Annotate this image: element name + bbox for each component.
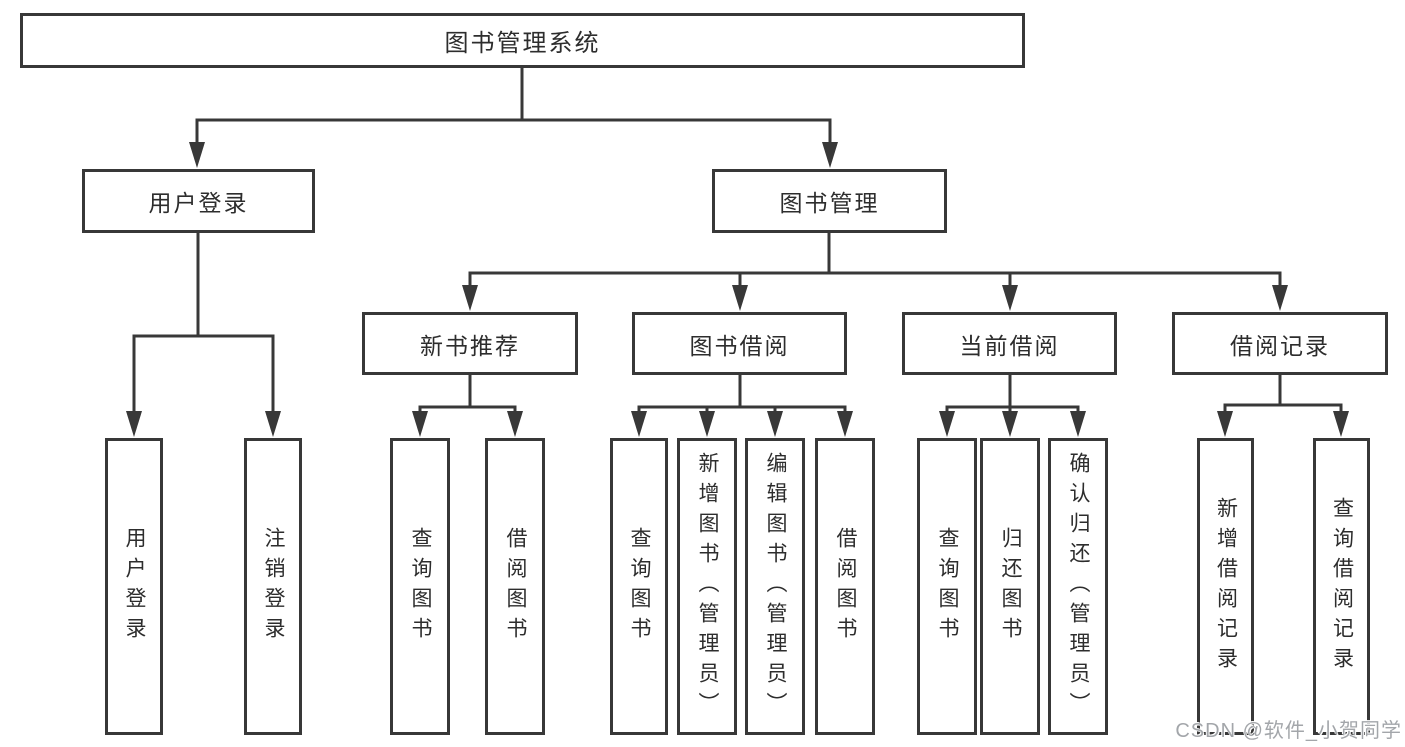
watermark-text: CSDN @软件_小贺同学 bbox=[1175, 720, 1402, 742]
edge-records-branch bbox=[1223, 403, 1343, 414]
node-label: 编辑图书（管理员） bbox=[764, 451, 788, 722]
node-user-login: 用户登录 bbox=[82, 169, 315, 233]
arrow-icon bbox=[631, 411, 647, 437]
node-label: 查询图书 bbox=[628, 526, 652, 647]
arrow-icon bbox=[1002, 285, 1018, 311]
arrow-icon bbox=[462, 285, 478, 311]
node-label: 新增借阅记录 bbox=[1214, 496, 1238, 677]
node-label: 用户登录 bbox=[148, 190, 249, 216]
arrow-icon bbox=[189, 142, 205, 168]
arrow-icon bbox=[507, 411, 523, 437]
leaf-bookborrow-add-books-admin: 新增图书（管理员） bbox=[677, 438, 737, 735]
node-borrow-records: 借阅记录 bbox=[1172, 312, 1388, 375]
arrow-icon bbox=[1002, 411, 1018, 437]
leaf-bookborrow-query-books: 查询图书 bbox=[610, 438, 668, 735]
arrow-icon bbox=[126, 411, 142, 437]
leaf-currentborrow-confirm-return-admin: 确认归还（管理员） bbox=[1048, 438, 1108, 735]
edge-bookmgmt-branch bbox=[468, 271, 1282, 288]
node-book-borrow: 图书借阅 bbox=[632, 312, 847, 375]
arrow-icon bbox=[1272, 285, 1288, 311]
leaf-logout: 注销登录 bbox=[244, 438, 302, 735]
node-root: 图书管理系统 bbox=[20, 13, 1025, 68]
leaf-newbooks-borrow-books: 借阅图书 bbox=[485, 438, 545, 735]
arrow-icon bbox=[265, 411, 281, 437]
arrow-icon bbox=[837, 411, 853, 437]
arrow-icon bbox=[767, 411, 783, 437]
arrow-icon bbox=[1070, 411, 1086, 437]
node-label: 查询图书 bbox=[409, 526, 433, 647]
node-label: 注销登录 bbox=[262, 526, 286, 647]
leaf-user-login: 用户登录 bbox=[105, 438, 163, 735]
edge-currentborrow-branch bbox=[945, 405, 1080, 414]
node-label: 当前借阅 bbox=[959, 332, 1060, 359]
arrow-icon bbox=[732, 285, 748, 311]
node-label: 图书管理 bbox=[779, 190, 880, 216]
leaf-bookborrow-borrow-books: 借阅图书 bbox=[815, 438, 875, 735]
node-label: 确认归还（管理员） bbox=[1067, 451, 1091, 722]
node-label: 查询图书 bbox=[936, 526, 960, 647]
node-label: 借阅图书 bbox=[834, 526, 858, 647]
arrow-icon bbox=[1217, 411, 1233, 437]
arrowheads bbox=[126, 142, 1349, 437]
node-label: 图书借阅 bbox=[689, 332, 790, 359]
leaf-currentborrow-return-books: 归还图书 bbox=[980, 438, 1040, 735]
arrow-icon bbox=[699, 411, 715, 437]
node-label: 图书管理系统 bbox=[444, 30, 601, 57]
node-label: 查询借阅记录 bbox=[1330, 496, 1354, 677]
edge-bookborrow-branch bbox=[637, 405, 847, 414]
leaf-records-add-borrow-record: 新增借阅记录 bbox=[1197, 438, 1254, 735]
node-current-borrow: 当前借阅 bbox=[902, 312, 1117, 375]
arrow-icon bbox=[939, 411, 955, 437]
node-new-book-recommend: 新书推荐 bbox=[362, 312, 578, 375]
node-label: 借阅图书 bbox=[504, 526, 528, 647]
leaf-records-query-borrow-record: 查询借阅记录 bbox=[1313, 438, 1370, 735]
node-label: 新增图书（管理员） bbox=[696, 451, 720, 722]
node-book-management: 图书管理 bbox=[712, 169, 947, 233]
arrow-icon bbox=[412, 411, 428, 437]
node-label: 新书推荐 bbox=[420, 332, 520, 359]
edge-root-branch bbox=[195, 118, 832, 146]
arrow-icon bbox=[1333, 411, 1349, 437]
node-label: 借阅记录 bbox=[1230, 332, 1330, 359]
edge-userlogin-branch bbox=[132, 334, 275, 414]
arrow-icon bbox=[822, 142, 838, 168]
leaf-bookborrow-edit-books-admin: 编辑图书（管理员） bbox=[745, 438, 805, 735]
leaf-currentborrow-query-books: 查询图书 bbox=[917, 438, 977, 735]
edge-newbooks-branch bbox=[418, 405, 517, 414]
node-label: 用户登录 bbox=[123, 526, 147, 647]
node-label: 归还图书 bbox=[999, 526, 1023, 647]
leaf-newbooks-query-books: 查询图书 bbox=[390, 438, 450, 735]
